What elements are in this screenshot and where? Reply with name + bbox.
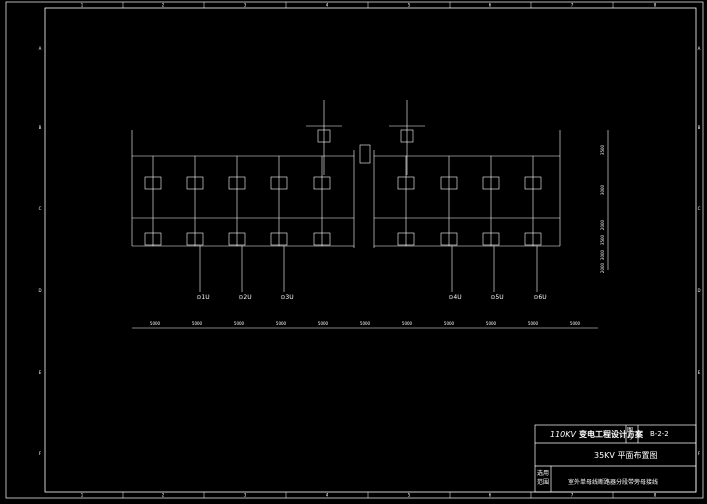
row-label-right: A: [698, 46, 701, 51]
column-label-top: 7: [571, 3, 574, 8]
vertical-dimension: 2000: [600, 262, 605, 273]
bay-dimension: 5000: [444, 321, 455, 326]
bay-dimension: 5000: [192, 321, 203, 326]
grid-ticks: [122, 2, 614, 498]
vertical-dimension: 2000: [600, 219, 605, 230]
drawing-description: 室外单母线断路器分段带旁母接线: [568, 479, 659, 486]
column-label-bottom: 3: [244, 493, 247, 498]
bay-dimension: 5000: [318, 321, 329, 326]
bus-section-breaker: [359, 144, 371, 164]
vertical-dimension: 3000: [600, 184, 605, 195]
column-label-top: 6: [489, 3, 492, 8]
feeder-label: ⊙3U: [280, 294, 293, 301]
row-label-left: C: [39, 206, 42, 211]
column-label-bottom: 2: [162, 493, 165, 498]
vertical-dimension: 3500: [600, 144, 605, 155]
incoming-breaker-left: [317, 129, 331, 143]
row-label-right: B: [698, 125, 701, 130]
bay-dimension: 5000: [276, 321, 287, 326]
vertical-dimension: 3000: [600, 249, 605, 260]
bays: [144, 156, 542, 246]
bay-dimension: 5000: [234, 321, 245, 326]
switchyard-plan: [131, 100, 609, 329]
outer-frame: [5, 1, 704, 499]
column-label-bottom: 6: [489, 493, 492, 498]
bay-dimension: 5000: [402, 321, 413, 326]
row-label-right: D: [697, 288, 700, 293]
row-label-right: E: [698, 370, 701, 375]
column-label-top: 8: [654, 3, 657, 8]
incoming-breaker-right: [400, 129, 414, 143]
row-labels-left: A B C D E F: [38, 46, 41, 456]
row-label-left: A: [39, 46, 42, 51]
feeder-label: ⊙4U: [448, 294, 461, 301]
column-label-bottom: 7: [571, 493, 574, 498]
row-labels-right: A B C D E F: [697, 46, 700, 456]
feeder-label: ⊙5U: [490, 294, 503, 301]
bay-dimension: 5000: [486, 321, 497, 326]
voltage-label: 110KV: [550, 430, 576, 439]
row-label-left: D: [38, 288, 41, 293]
vertical-dimension: 3500: [600, 234, 605, 245]
drawing-no-label: 图号: [627, 427, 634, 441]
inner-frame: [44, 7, 697, 493]
row-label-left: F: [39, 451, 42, 456]
column-labels-bottom: 1 2 3 4 5 6 7 8: [81, 493, 657, 498]
column-label-bottom: 8: [654, 493, 657, 498]
bay-dimension: 5000: [528, 321, 539, 326]
column-label-top: 1: [81, 3, 84, 8]
bay-dimension: 5000: [150, 321, 161, 326]
row-label-left: B: [39, 125, 42, 130]
column-label-bottom: 5: [408, 493, 411, 498]
feeder-label: ⊙6U: [533, 294, 546, 301]
bay-dimension: 5000: [570, 321, 581, 326]
feeders: ⊙1U ⊙2U ⊙3U ⊙4U ⊙5U ⊙6U: [196, 246, 547, 301]
row-label-right: F: [698, 451, 701, 456]
sheet-title: 35KV 平面布置图: [594, 451, 658, 460]
column-label-top: 4: [326, 3, 329, 8]
column-label-top: 2: [162, 3, 165, 8]
column-label-top: 3: [244, 3, 247, 8]
drawing-number: B-2-2: [650, 430, 669, 438]
column-labels-top: 1 2 3 4 5 6 7 8: [81, 3, 657, 8]
row-label-right: C: [698, 206, 701, 211]
column-label-top: 5: [408, 3, 411, 8]
column-label-bottom: 1: [81, 493, 84, 498]
feeder-label: ⊙1U: [196, 294, 209, 301]
row-label-left: E: [39, 370, 42, 375]
column-label-bottom: 4: [326, 493, 329, 498]
bay-dimension: 5000: [360, 321, 371, 326]
project-title: 变电工程设计方案: [579, 430, 643, 439]
dimensions: 5000 5000 5000 5000 5000 5000 5000 5000 5000 5000…: [150, 144, 605, 326]
feeder-label: ⊙2U: [238, 294, 251, 301]
stage-label: 选用范围: [537, 470, 550, 486]
title-block: [534, 424, 697, 493]
